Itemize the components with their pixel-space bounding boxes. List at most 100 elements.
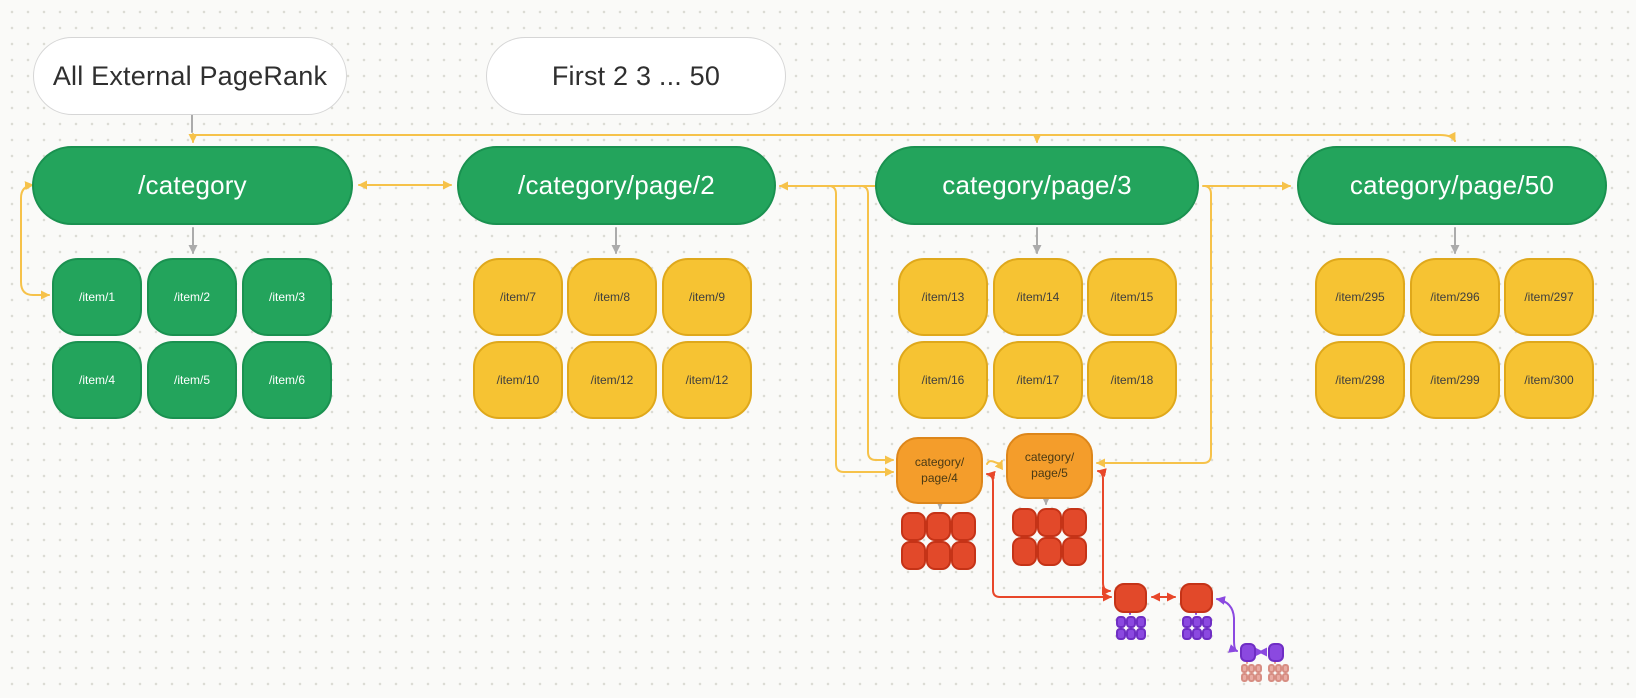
purple-items-of-redsq-2-cell: [1202, 628, 1212, 640]
item-box[interactable]: /item/295: [1315, 258, 1405, 336]
page3-down-to-page5[interactable]: [1096, 185, 1212, 468]
purple-square-1[interactable]: [1240, 643, 1256, 662]
item-box[interactable]: /item/297: [1504, 258, 1594, 336]
item-box-label: /item/16: [921, 373, 965, 387]
red-items-of-page-5-cell: [1037, 537, 1062, 566]
item-box[interactable]: /item/1: [52, 258, 142, 336]
purple-square-2[interactable]: [1268, 643, 1284, 662]
item-box-label: /item/6: [268, 373, 305, 387]
redsq2-purple-link[interactable]: [1216, 596, 1238, 653]
page-category-page-2[interactable]: /category/page/2: [457, 146, 776, 225]
purple-items-of-redsq-1-cell: [1136, 628, 1146, 640]
purple-items-of-redsq-1-cell: [1116, 616, 1126, 628]
red-items-of-page-4[interactable]: [901, 512, 976, 570]
item-box[interactable]: /item/12: [662, 341, 752, 419]
red-items-of-page-5-cell: [1012, 508, 1037, 537]
red-items-of-page-4-cell: [926, 512, 951, 541]
node-category-page-5-label: category/ page/5: [1024, 450, 1075, 480]
item-box-label: /item/3: [268, 290, 305, 304]
item-box[interactable]: /item/5: [147, 341, 237, 419]
item-box[interactable]: /item/4: [52, 341, 142, 419]
category-items-left-link[interactable]: [20, 181, 50, 300]
item-box-label: /item/299: [1430, 373, 1480, 387]
item-box-label: /item/1: [78, 290, 115, 304]
item-box[interactable]: /item/18: [1087, 341, 1177, 419]
node-category-page-5[interactable]: category/ page/5: [1006, 433, 1093, 499]
item-box[interactable]: /item/2: [147, 258, 237, 336]
purple-items-of-redsq-1[interactable]: [1116, 616, 1146, 640]
rail-down-to-page4-a[interactable]: [829, 185, 894, 477]
page-category-page-50-label: category/page/50: [1349, 170, 1555, 200]
purple-items-of-redsq-2-cell: [1192, 628, 1202, 640]
pink-items-of-purple-1-cell: [1255, 673, 1262, 682]
page-category[interactable]: /category: [32, 146, 353, 225]
item-box[interactable]: /item/6: [242, 341, 332, 419]
page-category-page-3-label: category/page/3: [942, 170, 1132, 200]
red-items-of-page-5[interactable]: [1012, 508, 1087, 566]
purple-items-of-redsq-2-cell: [1182, 628, 1192, 640]
item-box[interactable]: /item/8: [567, 258, 657, 336]
pink-items-of-purple-1-cell: [1255, 664, 1262, 673]
item-box-label: /item/12: [590, 373, 634, 387]
item-box[interactable]: /item/296: [1410, 258, 1500, 336]
item-box-label: /item/15: [1110, 290, 1154, 304]
item-box-label: /item/295: [1335, 290, 1385, 304]
red-items-of-page-4-cell: [951, 512, 976, 541]
pink-items-of-purple-2-cell: [1282, 664, 1289, 673]
item-box-label: /item/9: [688, 290, 725, 304]
pink-items-of-purple-1[interactable]: [1241, 664, 1262, 682]
item-box[interactable]: /item/9: [662, 258, 752, 336]
purple-items-of-redsq-1-cell: [1126, 616, 1136, 628]
pink-items-of-purple-1-cell: [1248, 673, 1255, 682]
red-items-of-page-4-cell: [901, 541, 926, 570]
item-box[interactable]: /item/12: [567, 341, 657, 419]
pink-items-of-purple-2[interactable]: [1268, 664, 1289, 682]
item-box-label: /item/298: [1335, 373, 1385, 387]
pink-items-of-purple-2-cell: [1268, 673, 1275, 682]
item-box[interactable]: /item/7: [473, 258, 563, 336]
pill-first-pagination[interactable]: First 2 3 ... 50: [486, 37, 786, 115]
node-category-page-4[interactable]: category/ page/4: [896, 437, 983, 504]
page-category-page-3[interactable]: category/page/3: [875, 146, 1199, 225]
item-box-label: /item/4: [78, 373, 115, 387]
item-box[interactable]: /item/16: [898, 341, 988, 419]
item-box[interactable]: /item/10: [473, 341, 563, 419]
pill-all-external-pagerank[interactable]: All External PageRank: [33, 37, 347, 115]
item-box-label: /item/297: [1524, 290, 1574, 304]
item-box-label: /item/18: [1110, 373, 1154, 387]
item-box-label: /item/296: [1430, 290, 1480, 304]
top-rail[interactable]: [192, 131, 1456, 142]
item-box[interactable]: /item/298: [1315, 341, 1405, 419]
item-box-label: /item/14: [1016, 290, 1060, 304]
item-box-label: /item/8: [593, 290, 630, 304]
purple-items-of-redsq-1-cell: [1136, 616, 1146, 628]
red-square-2[interactable]: [1180, 583, 1213, 613]
item-box[interactable]: /item/15: [1087, 258, 1177, 336]
purple-items-of-redsq-1-cell: [1116, 628, 1126, 640]
red-items-of-page-5-cell: [1037, 508, 1062, 537]
red-square-1[interactable]: [1114, 583, 1147, 613]
purple-items-of-redsq-2-cell: [1192, 616, 1202, 628]
item-box[interactable]: /item/3: [242, 258, 332, 336]
item-box[interactable]: /item/14: [993, 258, 1083, 336]
purple-items-of-redsq-2[interactable]: [1182, 616, 1212, 640]
page4-to-page5[interactable]: [986, 460, 1003, 471]
item-box[interactable]: /item/13: [898, 258, 988, 336]
item-box[interactable]: /item/299: [1410, 341, 1500, 419]
page4-redsq1-link[interactable]: [986, 470, 1112, 602]
red-items-of-page-4-cell: [926, 541, 951, 570]
node-category-page-4-label: category/ page/4: [914, 454, 965, 485]
page-category-page-50[interactable]: category/page/50: [1297, 146, 1607, 225]
item-box[interactable]: /item/17: [993, 341, 1083, 419]
red-items-of-page-5-cell: [1012, 537, 1037, 566]
item-box[interactable]: /item/300: [1504, 341, 1594, 419]
pill-first-pagination-label: First 2 3 ... 50: [551, 60, 721, 91]
item-box-label: /item/17: [1016, 373, 1060, 387]
item-box-label: /item/12: [685, 373, 729, 387]
item-box-label: /item/2: [173, 290, 210, 304]
item-box-label: /item/10: [496, 373, 540, 387]
rail-down-to-page4-b[interactable]: [861, 185, 894, 465]
page5-redsq1-link[interactable]: [1097, 468, 1111, 596]
